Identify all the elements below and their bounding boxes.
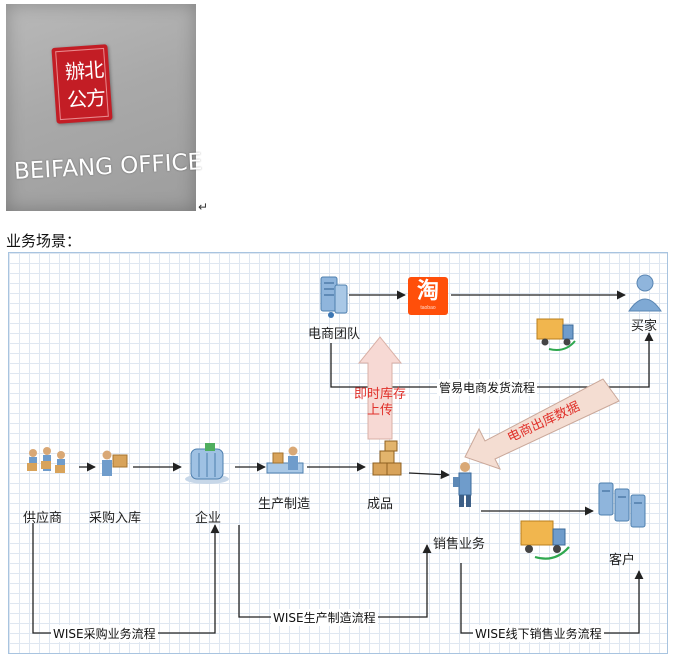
buyer-person-icon (628, 274, 662, 312)
production-worker-icon (266, 446, 304, 474)
taobao-logo: 淘 taobao (408, 277, 448, 315)
node-purchase-in: 采购入库 (89, 511, 142, 526)
node-buyer: 买家 (631, 319, 658, 334)
sales-person-icon (453, 462, 472, 507)
inventory-upload-line2: 上传 (366, 403, 393, 418)
flow-wise-offline-sales: WISE线下销售业务流程 (473, 625, 604, 642)
finished-goods-boxes-icon (372, 440, 402, 476)
purchase-worker-icon (102, 450, 128, 476)
business-scenario-heading: 业务场景： (6, 232, 82, 250)
enterprise-building-icon (185, 443, 229, 484)
svg-text:公: 公 (66, 87, 88, 112)
svg-text:辦: 辦 (64, 59, 86, 84)
beifang-office-photo: 辦 北 公 方 BEIFANG OFFICE (6, 4, 203, 211)
node-production: 生产制造 (258, 497, 311, 512)
supplier-people-icon (27, 447, 65, 473)
customer-servers-icon (598, 482, 646, 528)
beifang-office-text: BEIFANG OFFICE (13, 149, 203, 185)
business-flow-diagram: 淘 taobao 电商团队 买家 供应商 采购入库 企业 生产制造 成品 销售业… (8, 252, 668, 654)
svg-text:方: 方 (85, 85, 107, 110)
inventory-upload-label: 即时库存 上传 (345, 387, 415, 419)
inventory-upload-arrow (357, 336, 403, 440)
flow-wise-production: WISE生产制造流程 (271, 609, 378, 626)
node-enterprise: 企业 (195, 511, 222, 526)
text-cursor-icon: ↵ (198, 200, 209, 214)
loop-wise-purchase (32, 523, 220, 634)
ecommerce-team-server-icon (320, 276, 348, 318)
inventory-upload-line1: 即时库存 (353, 387, 406, 402)
loop-wise-offline-sales (460, 563, 644, 634)
node-sales: 销售业务 (433, 537, 486, 552)
outbound-data-arrow (464, 378, 620, 470)
node-customer: 客户 (609, 553, 636, 568)
delivery-truck-icon (536, 318, 576, 351)
node-supplier: 供应商 (23, 511, 63, 526)
arrow-goods-to-sales (408, 470, 450, 480)
diagram-connectors (27, 274, 662, 634)
node-ecommerce-team: 电商团队 (308, 327, 361, 342)
flow-wise-purchase: WISE采购业务流程 (51, 625, 158, 642)
offline-delivery-truck-icon (520, 520, 570, 560)
beifang-seal-logo: 辦 北 公 方 (51, 44, 113, 124)
loop-wise-production (238, 525, 432, 618)
flow-ecommerce-shipping: 管易电商发货流程 (437, 379, 538, 396)
svg-text:北: 北 (83, 57, 105, 82)
node-finished-goods: 成品 (367, 497, 394, 512)
